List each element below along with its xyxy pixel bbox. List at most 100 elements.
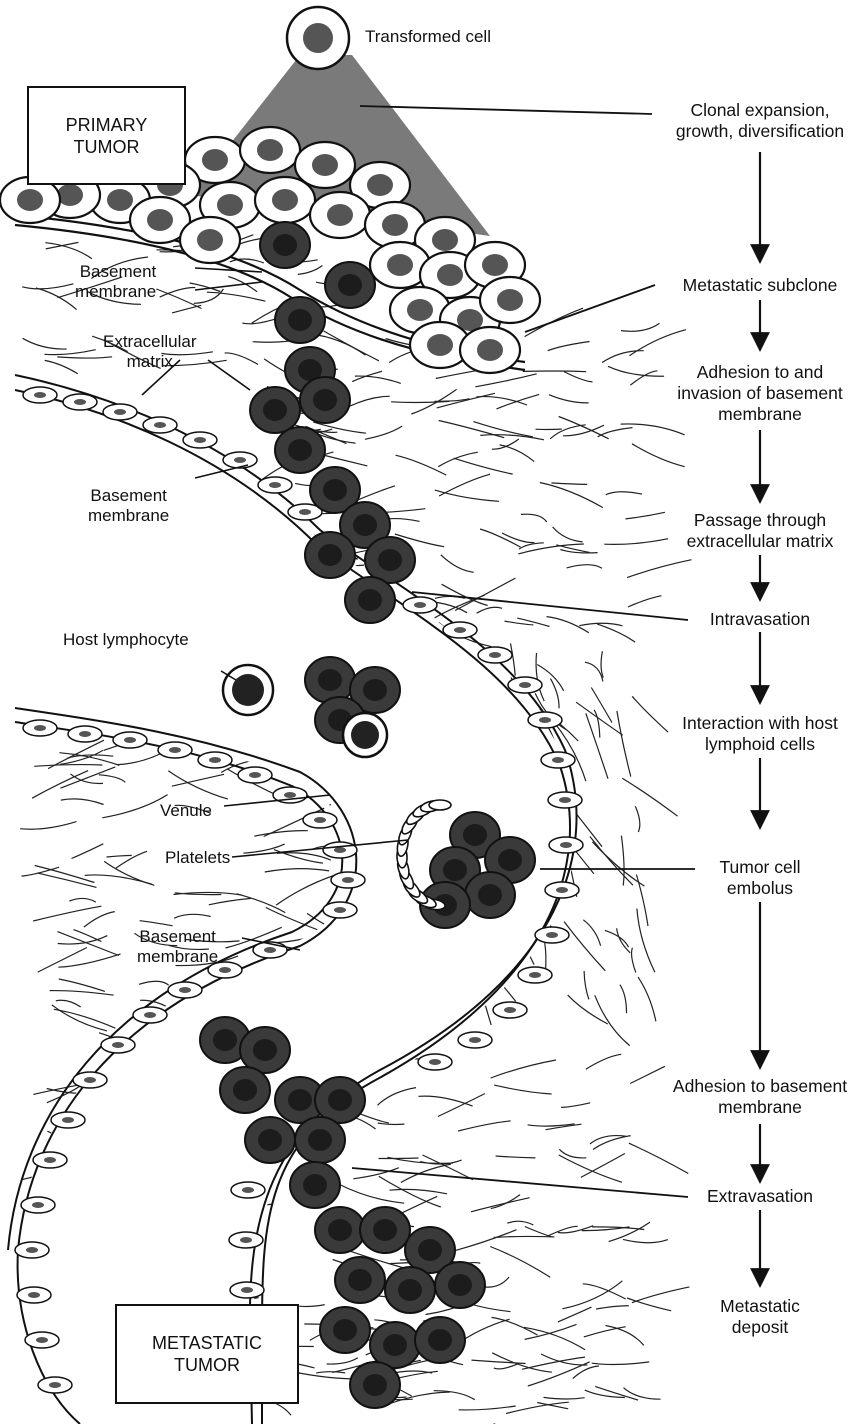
matrix-fiber [58,954,120,967]
matrix-fiber [609,1222,650,1242]
step-clonal-expansion: Clonal expansion, growth, diversificatio… [676,100,844,142]
primary-tumor-nucleus [497,289,523,311]
matrix-fiber [439,474,490,496]
primary-tumor-nucleus [17,189,43,211]
matrix-fiber [596,1306,629,1309]
matrix-fiber [491,1195,520,1209]
matrix-fiber [494,1085,551,1094]
step-metastatic-subclone: Metastatic subclone [683,275,838,296]
matrix-fiber [490,1247,550,1278]
primary-tumor-nucleus [407,299,433,321]
matrix-fiber [506,1402,569,1413]
step-passage-matrix: Passage through extracellular matrix [687,510,834,552]
matrix-fiber [505,621,534,625]
step-metastatic-deposit-line-1: Metastatic [720,1296,800,1317]
endothelial-nucleus [241,1287,253,1293]
primary-tumor-nucleus [382,214,408,236]
metastatic-tumor-nucleus [328,1089,352,1111]
step-adhesion-basement-line-2: membrane [673,1097,847,1118]
matrix-fiber [496,1156,536,1158]
matrix-fiber [472,1360,526,1363]
matrix-fiber [265,869,329,872]
metastatic-tumor-nucleus [418,1239,442,1261]
metastatic-tumor-nucleus [428,1329,452,1351]
endothelial-nucleus [299,509,311,515]
metastatic-tumor-nucleus [448,1274,472,1296]
endothelial-nucleus [314,817,326,823]
matrix-fiber [349,396,390,406]
endothelial-nucleus [529,972,541,978]
matrix-fiber [477,607,502,613]
metastatic-tumor-line-2: TUMOR [117,1354,297,1376]
step-adhesion-basement-line-1: Adhesion to basement [673,1076,847,1097]
matrix-fiber [225,353,258,365]
primary-tumor-nucleus [387,254,413,276]
matrix-fiber [459,1406,516,1410]
metastatic-tumor-nucleus [378,549,402,571]
matrix-fiber [454,458,513,474]
metastatic-tumor-nucleus [233,1079,257,1101]
matrix-fiber [585,662,603,681]
venule-label: Venule [160,801,212,821]
endothelial-nucleus [269,482,281,488]
endothelial-nucleus [249,772,261,778]
matrix-fiber [621,323,660,331]
matrix-fiber [604,539,668,545]
endothelial-nucleus [209,757,221,763]
primary-tumor-line-1: PRIMARY [29,114,184,136]
step-tumor-embolus: Tumor cell embolus [719,857,800,899]
endothelial-nucleus [414,602,426,608]
matrix-fiber [559,1149,586,1158]
matrix-fiber [551,483,587,485]
matrix-fiber [521,514,547,522]
matrix-fiber [586,1054,621,1069]
endothelial-nucleus [560,842,572,848]
matrix-fiber [492,439,519,449]
matrix-fiber [559,1155,622,1182]
matrix-fiber [455,578,515,610]
basement-membrane-lower-line-1: Basement [137,927,218,947]
matrix-fiber [316,1372,345,1373]
matrix-fiber [632,444,685,467]
matrix-fiber [491,1060,556,1078]
matrix-fiber [456,1230,517,1251]
matrix-fiber [439,421,505,438]
matrix-fiber [72,844,104,859]
matrix-fiber [85,875,152,884]
endothelial-nucleus [559,797,571,803]
matrix-fiber [605,930,629,947]
matrix-fiber [519,543,544,549]
matrix-fiber [564,372,593,382]
endothelial-nucleus [179,987,191,993]
matrix-fiber [266,908,323,932]
matrix-fiber [327,1358,358,1364]
metastatic-tumor-nucleus [258,1129,282,1151]
endothelial-nucleus [32,1202,44,1208]
extracellular-matrix-line-2: matrix [103,352,197,372]
endothelial-nucleus [539,717,551,723]
matrix-fiber [299,1305,325,1307]
matrix-fiber [549,395,589,403]
endothelial-nucleus [519,682,531,688]
matrix-fiber [209,898,251,904]
endothelial-nucleus [556,887,568,893]
matrix-fiber [396,455,447,475]
endothelial-nucleus [112,1042,124,1048]
matrix-fiber [550,425,586,439]
primary-tumor-nucleus [477,339,503,361]
metastatic-tumor-nucleus [213,1029,237,1051]
platelet [429,800,451,810]
step-clonal-expansion-line-1: Clonal expansion, [676,100,844,121]
metastatic-tumor-nucleus [463,824,487,846]
basement-membrane-label-top: Basement membrane [75,262,156,302]
matrix-fiber [581,1154,625,1178]
matrix-fiber [45,243,92,259]
step-adhesion-invasion-line-1: Adhesion to and [677,362,842,383]
primary-tumor-nucleus [202,149,228,171]
endothelial-nucleus [49,1382,61,1388]
metastatic-tumor-box: METASTATIC TUMOR [115,1304,299,1404]
endothelial-nucleus [242,1187,254,1193]
endothelial-nucleus [26,1247,38,1253]
endothelial-nucleus [429,1059,441,1065]
